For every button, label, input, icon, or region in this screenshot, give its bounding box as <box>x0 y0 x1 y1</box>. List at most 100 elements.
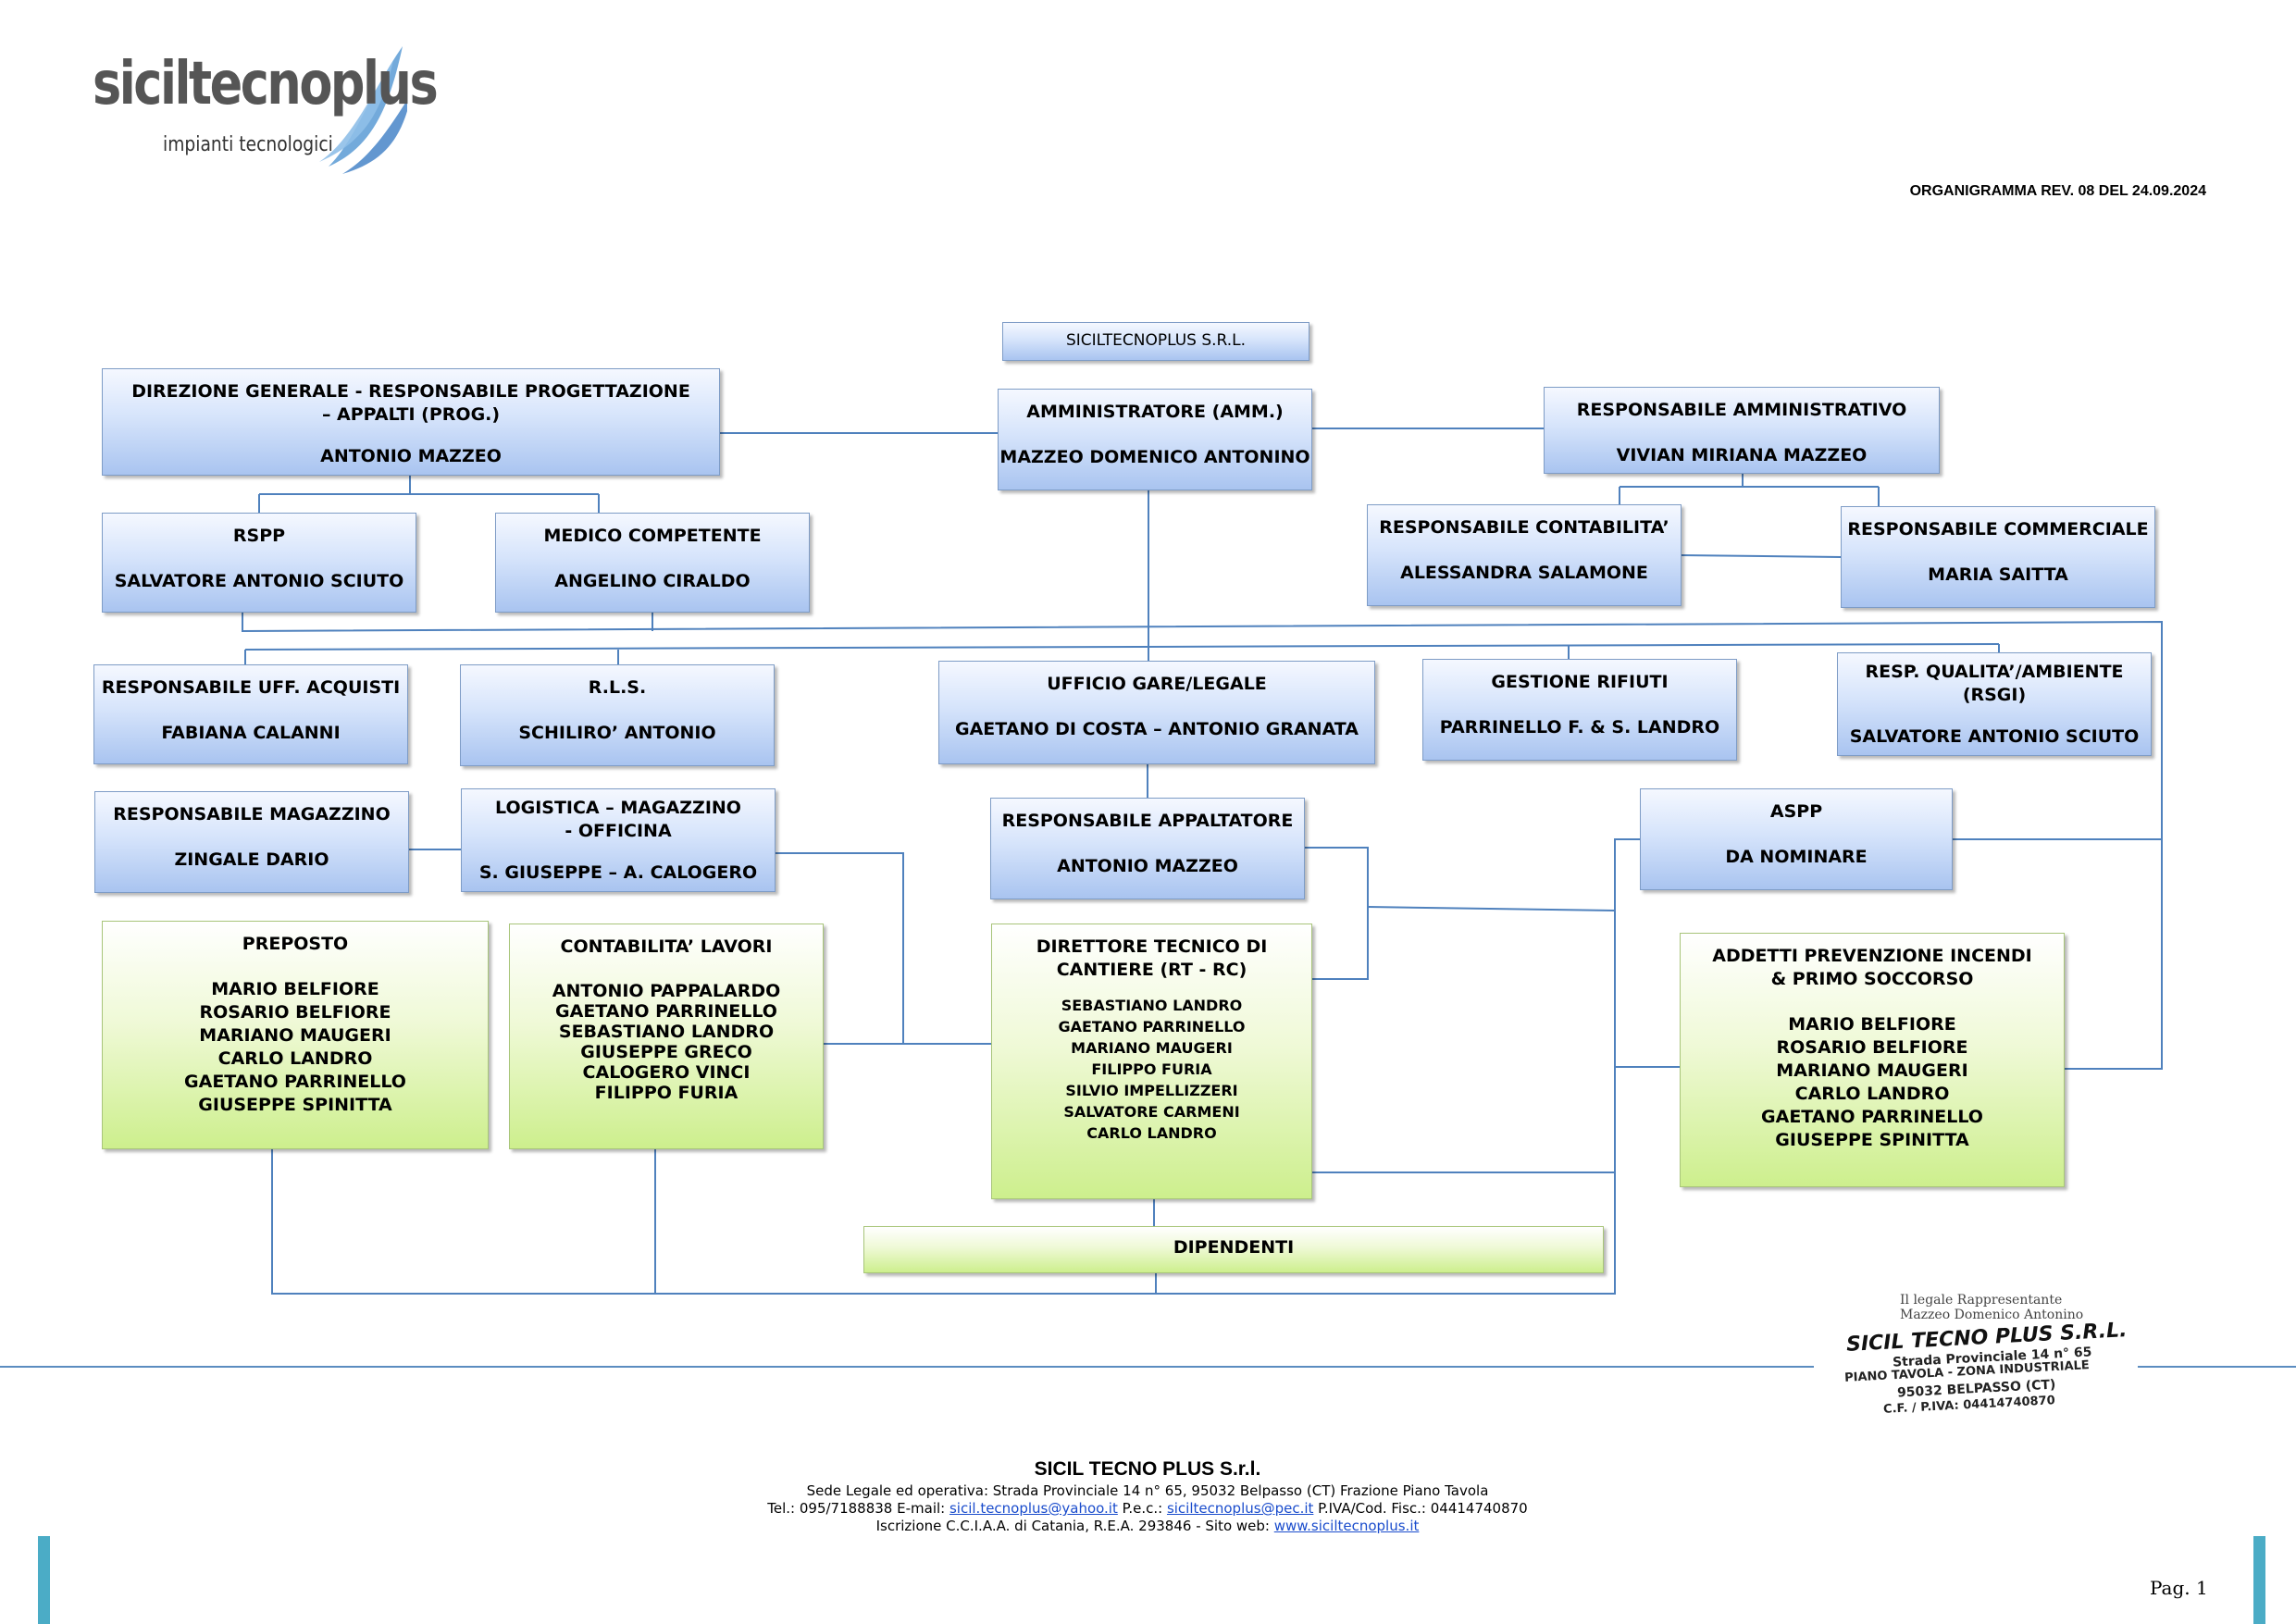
contab-lavori-name: GAETANO PARRINELLO <box>555 1001 777 1022</box>
contab-lavori-name: CALOGERO VINCI <box>582 1062 751 1083</box>
left-accent-bar <box>38 1536 50 1624</box>
contab-lavori-box: CONTABILITA’ LAVORI ANTONIO PAPPALARDO G… <box>509 924 824 1149</box>
rifiuti-box: GESTIONE RIFIUTI PARRINELLO F. & S. LAND… <box>1422 659 1737 761</box>
direttore-title: DIRETTORE TECNICO DI CANTIERE (RT - RC) <box>1036 936 1268 980</box>
appaltatore-name: ANTONIO MAZZEO <box>1057 856 1238 876</box>
rspp-title: RSPP <box>232 526 286 546</box>
footer-website-link[interactable]: www.siciltecnoplus.it <box>1273 1518 1420 1534</box>
commerciale-name: MARIA SAITTA <box>1928 564 2068 585</box>
rspp-box: RSPP SALVATORE ANTONIO SCIUTO <box>102 513 416 613</box>
contab-lavori-name: GIUSEPPE GRECO <box>580 1042 752 1062</box>
gare-name: GAETANO DI COSTA – ANTONIO GRANATA <box>955 719 1359 739</box>
addetti-title: ADDETTI PREVENZIONE INCENDI & PRIMO SOCC… <box>1712 946 2032 989</box>
amministratore-title: AMMINISTRATORE (AMM.) <box>1026 402 1284 422</box>
appaltatore-title: RESPONSABILE APPALTATORE <box>1001 811 1294 831</box>
addetti-name: GAETANO PARRINELLO <box>1761 1107 1983 1127</box>
company-box: SICILTECNOPLUS S.R.L. <box>1002 322 1309 361</box>
legal-stamp: Il legale Rappresentante Mazzeo Domenico… <box>1818 1291 2142 1448</box>
preposto-name: CARLO LANDRO <box>217 1048 373 1069</box>
direttore-name: SILVIO IMPELLIZZERI <box>1065 1082 1238 1099</box>
gare-title: UFFICIO GARE/LEGALE <box>1047 674 1267 694</box>
footer: SICIL TECNO PLUS S.r.l. Sede Legale ed o… <box>592 1457 1703 1535</box>
rifiuti-title: GESTIONE RIFIUTI <box>1491 672 1669 692</box>
commerciale-box: RESPONSABILE COMMERCIALE MARIA SAITTA <box>1841 506 2155 608</box>
preposto-box: PREPOSTO MARIO BELFIORE ROSARIO BELFIORE… <box>102 921 489 1149</box>
addetti-box: ADDETTI PREVENZIONE INCENDI & PRIMO SOCC… <box>1680 933 2065 1187</box>
contab-lavori-name: ANTONIO PAPPALARDO <box>552 981 781 1001</box>
direttore-box: DIRETTORE TECNICO DI CANTIERE (RT - RC) … <box>991 924 1312 1199</box>
preposto-name: ROSARIO BELFIORE <box>199 1002 391 1023</box>
magazzino-name: ZINGALE DARIO <box>174 849 329 870</box>
preposto-title: PREPOSTO <box>242 934 349 954</box>
footer-registration: Iscrizione C.C.I.A.A. di Catania, R.E.A.… <box>875 1518 1420 1534</box>
appaltatore-box: RESPONSABILE APPALTATORE ANTONIO MAZZEO <box>990 798 1305 899</box>
magazzino-title: RESPONSABILE MAGAZZINO <box>113 804 391 824</box>
direttore-name: GAETANO PARRINELLO <box>1058 1018 1246 1035</box>
qualita-box: RESP. QUALITA’/AMBIENTE (RSGI) SALVATORE… <box>1837 652 2152 756</box>
acquisti-title: RESPONSABILE UFF. ACQUISTI <box>101 677 401 698</box>
gare-box: UFFICIO GARE/LEGALE GAETANO DI COSTA – A… <box>938 661 1375 764</box>
medico-box: MEDICO COMPETENTE ANGELINO CIRALDO <box>495 513 810 613</box>
contabilita-title: RESPONSABILE CONTABILITA’ <box>1379 517 1669 538</box>
direttore-name: SEBASTIANO LANDRO <box>1061 997 1243 1014</box>
contab-lavori-name: SEBASTIANO LANDRO <box>558 1022 775 1042</box>
footer-address: Sede Legale ed operativa: Strada Provinc… <box>806 1482 1489 1499</box>
logistica-title: LOGISTICA – MAGAZZINO - OFFICINA <box>495 798 741 841</box>
preposto-name: MARIANO MAUGERI <box>199 1025 391 1046</box>
footer-email-link[interactable]: sicil.tecnoplus@yahoo.it <box>949 1500 1118 1517</box>
aspp-box: ASPP DA NOMINARE <box>1640 788 1953 890</box>
logo-text: siciltecnoplus <box>93 50 439 118</box>
logo-swoosh-icon <box>319 46 407 174</box>
contab-lavori-names: ANTONIO PAPPALARDO GAETANO PARRINELLO SE… <box>510 981 823 1103</box>
magazzino-box: RESPONSABILE MAGAZZINO ZINGALE DARIO <box>94 791 409 893</box>
acquisti-box: RESPONSABILE UFF. ACQUISTI FABIANA CALAN… <box>93 664 408 764</box>
contab-lavori-name: FILIPPO FURIA <box>594 1083 738 1103</box>
revision-label: ORGANIGRAMMA REV. 08 DEL 24.09.2024 <box>1909 183 2206 199</box>
rspp-name: SALVATORE ANTONIO SCIUTO <box>114 571 404 591</box>
addetti-names: MARIO BELFIORE ROSARIO BELFIORE MARIANO … <box>1681 1013 2064 1152</box>
commerciale-title: RESPONSABILE COMMERCIALE <box>1847 519 2149 539</box>
qualita-name: SALVATORE ANTONIO SCIUTO <box>1849 726 2140 747</box>
acquisti-name: FABIANA CALANNI <box>161 723 341 743</box>
rls-title: R.L.S. <box>588 677 647 698</box>
rls-box: R.L.S. SCHILIRO’ ANTONIO <box>460 664 775 766</box>
preposto-name: GIUSEPPE SPINITTA <box>198 1095 392 1115</box>
stamp-caption: Il legale Rappresentante <box>1900 1293 2063 1308</box>
contabilita-name: ALESSANDRA SALAMONE <box>1400 563 1648 583</box>
resp-amministrativo-name: VIVIAN MIRIANA MAZZEO <box>1616 445 1868 465</box>
qualita-title: RESP. QUALITA’/AMBIENTE (RSGI) <box>1865 662 2124 705</box>
direzione-title: DIREZIONE GENERALE - RESPONSABILE PROGET… <box>131 381 690 425</box>
medico-title: MEDICO COMPETENTE <box>543 526 762 546</box>
stamp-signer: Mazzeo Domenico Antonino <box>1900 1308 2084 1322</box>
direzione-name: ANTONIO MAZZEO <box>320 446 502 466</box>
resp-amministrativo-title: RESPONSABILE AMMINISTRATIVO <box>1576 400 1907 420</box>
company-name: SICILTECNOPLUS S.R.L. <box>1065 331 1247 350</box>
resp-amministrativo-box: RESPONSABILE AMMINISTRATIVO VIVIAN MIRIA… <box>1544 387 1940 474</box>
addetti-name: ROSARIO BELFIORE <box>1776 1037 1968 1058</box>
page-number: Pag. 1 <box>2150 1577 2208 1599</box>
direttore-name: SALVATORE CARMENI <box>1063 1103 1240 1121</box>
footer-pec-link[interactable]: siciltecnoplus@pec.it <box>1166 1500 1314 1517</box>
logistica-box: LOGISTICA – MAGAZZINO - OFFICINA S. GIUS… <box>461 788 776 892</box>
amministratore-name: MAZZEO DOMENICO ANTONINO <box>999 447 1310 467</box>
contab-lavori-title: CONTABILITA’ LAVORI <box>560 936 773 957</box>
preposto-names: MARIO BELFIORE ROSARIO BELFIORE MARIANO … <box>103 978 488 1117</box>
company-logo: siciltecnoplus impianti tecnologici <box>93 37 439 176</box>
rls-name: SCHILIRO’ ANTONIO <box>518 723 716 743</box>
dipendenti-box: DIPENDENTI <box>863 1226 1604 1273</box>
logistica-name: S. GIUSEPPE – A. CALOGERO <box>478 862 758 883</box>
direzione-box: DIREZIONE GENERALE - RESPONSABILE PROGET… <box>102 368 720 476</box>
addetti-name: CARLO LANDRO <box>1794 1084 1950 1104</box>
aspp-title: ASPP <box>1769 801 1823 822</box>
contabilita-box: RESPONSABILE CONTABILITA’ ALESSANDRA SAL… <box>1367 504 1682 606</box>
addetti-name: MARIO BELFIORE <box>1788 1014 1956 1035</box>
direttore-name: CARLO LANDRO <box>1086 1124 1217 1142</box>
dipendenti-label: DIPENDENTI <box>1173 1237 1295 1258</box>
logo-tagline: impianti tecnologici <box>163 133 333 156</box>
footer-contacts: Tel.: 095/7188838 E-mail: sicil.tecnoplu… <box>767 1500 1528 1517</box>
addetti-name: MARIANO MAUGERI <box>1776 1060 1968 1081</box>
medico-name: ANGELINO CIRALDO <box>554 571 751 591</box>
amministratore-box: AMMINISTRATORE (AMM.) MAZZEO DOMENICO AN… <box>998 389 1312 490</box>
addetti-name: GIUSEPPE SPINITTA <box>1775 1130 1969 1150</box>
